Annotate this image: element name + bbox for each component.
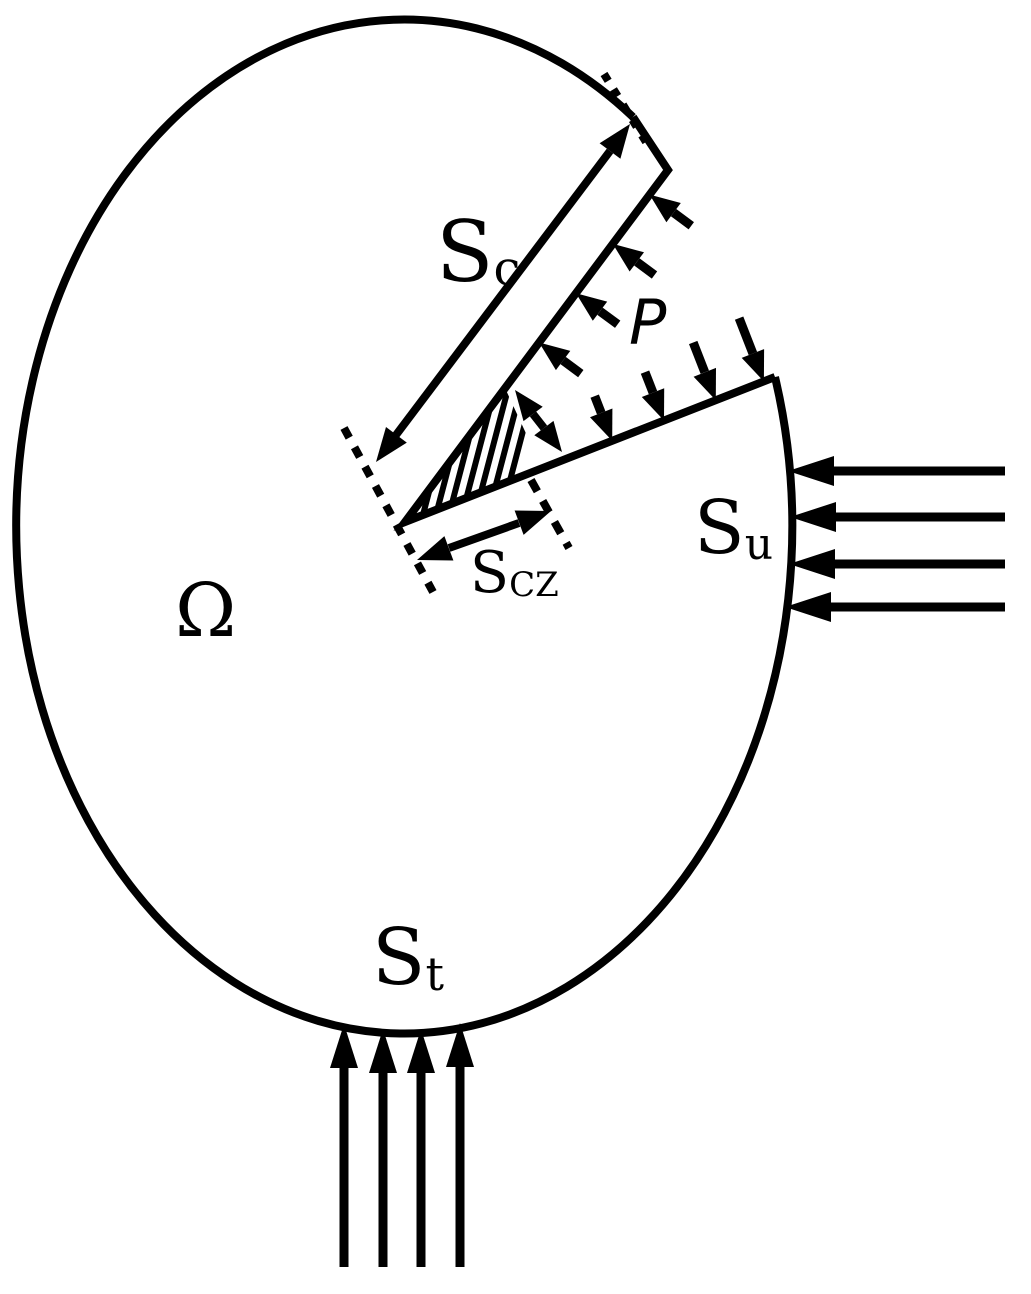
- pressure-arrow: [576, 293, 621, 328]
- cohesive-traction-double-arrow: [515, 390, 562, 452]
- pressure-arrow: [640, 370, 665, 421]
- scz-dimension-arrow: [417, 510, 551, 561]
- crack-mouth-extension-dotted-line: [600, 71, 650, 145]
- pressure-arrow: [612, 243, 658, 279]
- load-arrow: [330, 1024, 358, 1267]
- st-load-arrows: [330, 1023, 474, 1267]
- load-arrow: [369, 1029, 397, 1267]
- traction-surface-label: St: [372, 913, 444, 1003]
- crack-tip-dashed-line: [340, 426, 437, 594]
- su-load-arrows: [785, 456, 1005, 622]
- upper-face-pressure-arrows: [539, 194, 694, 378]
- load-arrow: [789, 549, 1005, 579]
- load-arrow: [788, 456, 1005, 486]
- displacement-surface-label: Su: [694, 485, 773, 571]
- load-arrow: [446, 1023, 474, 1267]
- pressure-label: P: [629, 286, 667, 359]
- pressure-arrow: [590, 394, 613, 441]
- domain-label: Ω: [175, 568, 236, 654]
- pressure-arrow: [734, 316, 765, 382]
- pressure-arrow: [649, 194, 694, 230]
- load-arrow: [790, 502, 1005, 532]
- pressure-arrow: [539, 342, 584, 378]
- sc-dimension-arrow: [376, 124, 630, 462]
- pressure-arrow: [689, 340, 716, 401]
- domain-ellipse-boundary: [12, 15, 797, 1038]
- cohesive-zone-end-dashed-line: [527, 478, 573, 550]
- load-arrow: [407, 1029, 435, 1267]
- crack-notch-outline: [393, 114, 777, 531]
- cohesive-zone-label: SCZ: [470, 540, 559, 606]
- crack-surface-label: Sc: [436, 203, 520, 301]
- lower-face-pressure-arrows: [590, 316, 765, 441]
- load-arrow: [785, 592, 1005, 622]
